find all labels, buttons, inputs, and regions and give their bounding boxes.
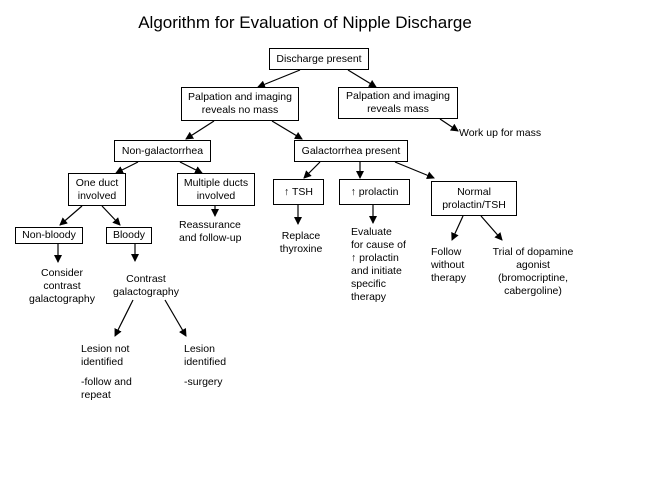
arrow-discharge-to-mass	[347, 69, 377, 88]
multiple-ducts-box: Multiple ducts involved	[177, 173, 255, 206]
evaluate-text: Evaluate for cause of ↑ prolactin and in…	[351, 226, 406, 303]
arrow-contrast-to-lesion-id	[164, 299, 187, 337]
arrow-non-galactorrhea-to-multiple	[179, 161, 203, 174]
follow-and-repeat-text: -follow and repeat	[81, 376, 132, 401]
arrow-one-duct-to-non-bloody	[59, 205, 83, 226]
normal-prolactin-tsh-box: Normal prolactin/TSH	[431, 181, 517, 216]
mass-box: Palpation and imaging reveals mass	[338, 87, 458, 119]
arrow-normal-to-follow	[451, 215, 464, 241]
no-mass-box: Palpation and imaging reveals no mass	[181, 87, 299, 121]
arrow-non-galactorrhea-to-one-duct	[115, 161, 139, 174]
arrow-discharge-to-no-mass	[257, 69, 301, 89]
dopamine-agonist-text: Trial of dopamine agonist (bromocriptine…	[492, 246, 574, 297]
bloody-box: Bloody	[106, 227, 152, 244]
arrow-contrast-to-lesion-not	[114, 299, 134, 337]
contrast-galactography-text: Contrast galactography	[113, 273, 179, 298]
reassurance-text: Reassurance and follow-up	[179, 219, 242, 244]
lesion-identified-text: Lesion identified	[184, 343, 227, 368]
arrow-mass-to-workup	[439, 118, 459, 132]
non-bloody-box: Non-bloody	[15, 227, 83, 244]
tsh-box: ↑ TSH	[273, 179, 324, 205]
discharge-present-box: Discharge present	[269, 48, 369, 70]
prolactin-box: ↑ prolactin	[339, 179, 410, 205]
replace-thyroxine-text: Replace thyroxine	[279, 230, 323, 255]
one-duct-box: One duct involved	[68, 173, 126, 206]
arrow-galactorrhea-to-tsh	[303, 161, 321, 179]
galactorrhea-box: Galactorrhea present	[294, 140, 408, 162]
lesion-not-identified-text: Lesion not identified	[81, 343, 130, 368]
diagram-title: Algorithm for Evaluation of Nipple Disch…	[138, 13, 472, 32]
arrow-normal-to-trial	[480, 215, 503, 241]
arrow-no-mass-to-non-galactorrhea	[185, 120, 215, 140]
consider-galactography-text: Consider contrast galactography	[29, 267, 95, 305]
arrow-galactorrhea-to-normal	[394, 161, 435, 180]
work-up-text: Work up for mass	[459, 127, 542, 139]
follow-without-therapy-text: Follow without therapy	[431, 246, 467, 284]
arrow-one-duct-to-bloody	[101, 205, 121, 226]
non-galactorrhea-box: Non-galactorrhea	[114, 140, 211, 162]
arrow-no-mass-to-galactorrhea	[271, 120, 303, 140]
surgery-text: -surgery	[184, 376, 223, 388]
